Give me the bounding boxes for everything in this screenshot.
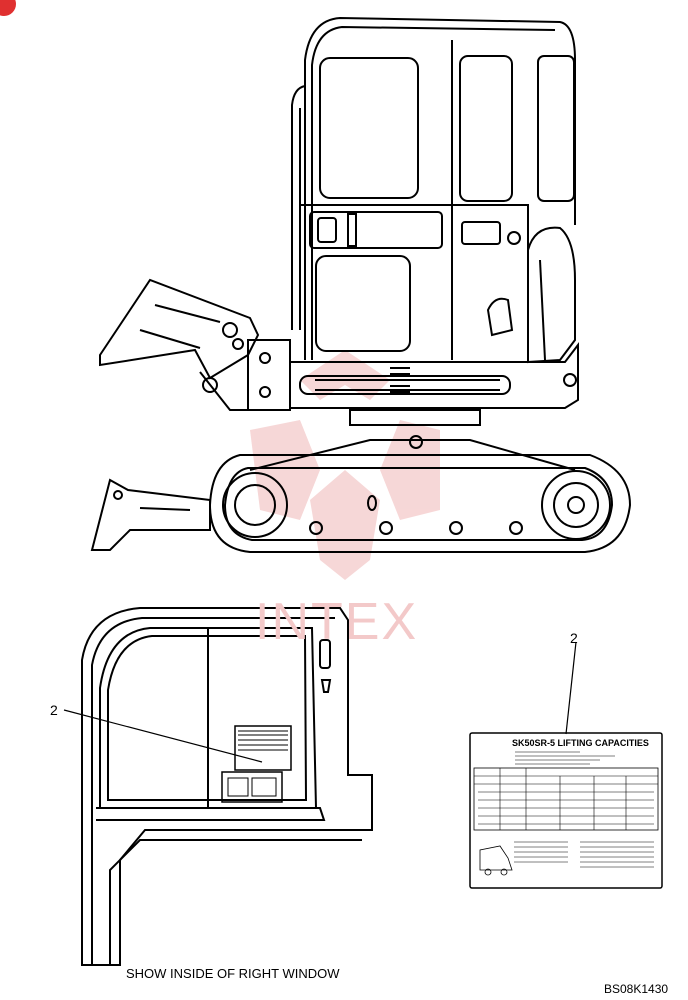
boom bbox=[99, 278, 260, 380]
cab-inside-view bbox=[63, 607, 373, 966]
side-window-left bbox=[459, 55, 513, 202]
capacity-plate-title: SK50SR-5 LIFTING CAPACITIES bbox=[512, 738, 649, 748]
swing-bracket bbox=[247, 339, 291, 411]
lower-door-window bbox=[315, 255, 411, 352]
track-outline bbox=[208, 454, 632, 553]
right-window bbox=[99, 627, 318, 809]
front-window bbox=[319, 57, 419, 199]
leader-line-2 bbox=[565, 641, 577, 735]
watermark-text: INTEX bbox=[255, 593, 419, 651]
engine-cover bbox=[527, 226, 576, 364]
corner-mark bbox=[0, 0, 16, 16]
callout-label-2: 2 bbox=[570, 630, 578, 646]
dozer-blade bbox=[90, 478, 211, 551]
counterweight-stripe bbox=[299, 375, 511, 395]
cab-frame-outer bbox=[81, 607, 373, 966]
watermark-emblem bbox=[250, 350, 440, 580]
excavator-side-view bbox=[90, 16, 632, 553]
figure-caption: SHOW INSIDE OF RIGHT WINDOW bbox=[126, 966, 340, 981]
slew-ring bbox=[349, 409, 481, 426]
capacity-table bbox=[473, 767, 659, 831]
callout-label-1: 2 bbox=[50, 702, 58, 718]
track-frame bbox=[249, 439, 576, 471]
sprocket-wheel bbox=[541, 470, 611, 540]
door-handle-panel bbox=[309, 211, 443, 249]
drawing-number: BS08K1430 bbox=[604, 982, 669, 996]
leader-line-1 bbox=[63, 709, 263, 763]
label-location bbox=[234, 725, 292, 771]
side-window-right bbox=[537, 55, 575, 202]
door-handle-icon bbox=[317, 217, 337, 243]
idler-wheel bbox=[222, 472, 288, 538]
capacity-plate bbox=[469, 641, 663, 889]
handrail bbox=[291, 85, 306, 330]
cab-outline bbox=[304, 16, 576, 360]
vent-grille bbox=[390, 367, 410, 393]
